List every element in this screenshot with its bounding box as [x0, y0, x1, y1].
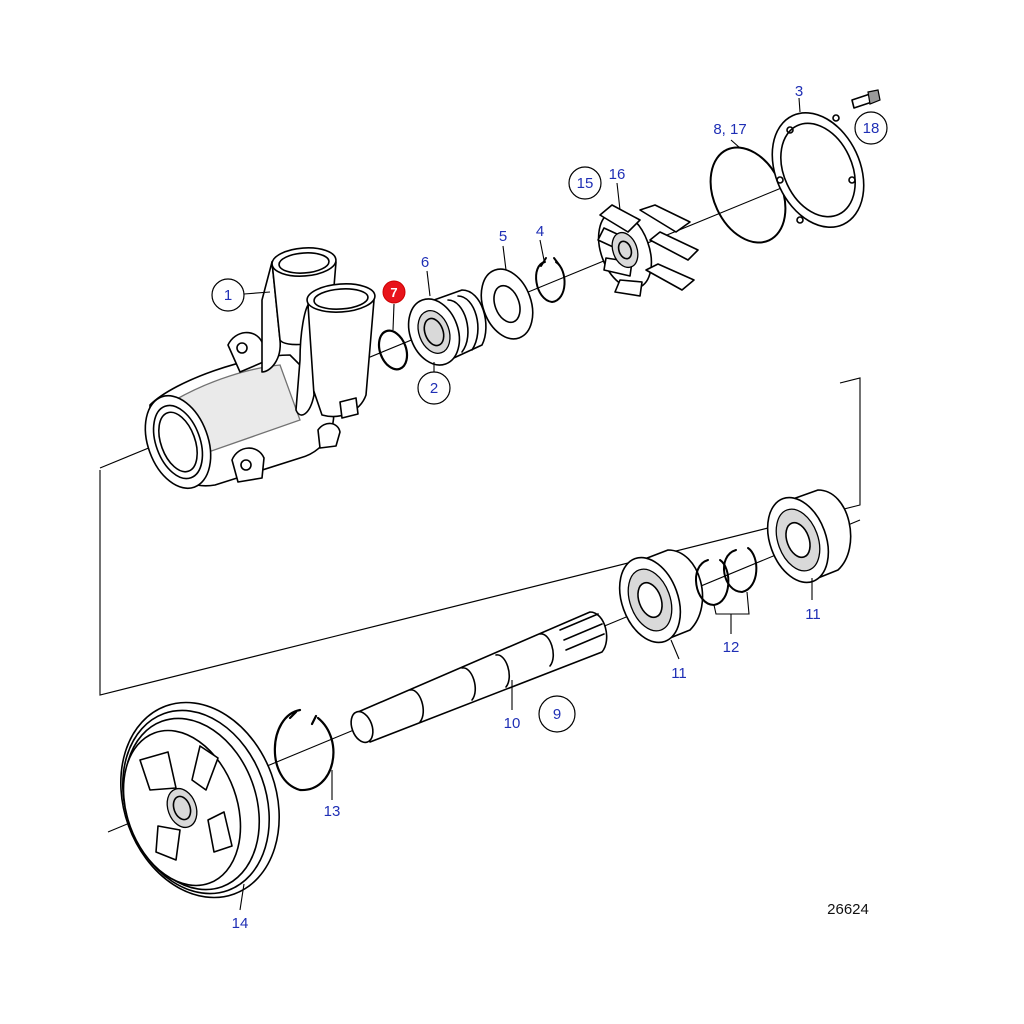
label-4: 4: [536, 223, 544, 240]
label-8-17: 8, 17: [713, 121, 746, 138]
highlight-marker-7[interactable]: 7: [382, 280, 406, 304]
svg-text:2: 2: [430, 380, 438, 397]
svg-text:18: 18: [863, 120, 880, 137]
callout-15: 15: [568, 166, 602, 200]
callout-9: 9: [538, 695, 576, 733]
cover-screw[interactable]: [851, 89, 881, 109]
label-12: 12: [723, 639, 740, 656]
seal-cartridge[interactable]: [400, 289, 487, 372]
label-6: 6: [421, 254, 429, 271]
ball-bearing-rear[interactable]: [757, 489, 852, 591]
svg-text:7: 7: [390, 285, 397, 300]
label-16: 16: [609, 166, 626, 183]
snap-ring-lower[interactable]: [273, 708, 335, 792]
pump-shaft[interactable]: [347, 611, 608, 745]
svg-text:15: 15: [577, 175, 594, 192]
figure-number: 26624: [827, 901, 869, 918]
circlip-b[interactable]: [723, 547, 758, 593]
callout-18: 18: [854, 111, 888, 145]
ball-bearing-front[interactable]: [609, 549, 704, 651]
label-3: 3: [795, 83, 803, 100]
label-13: 13: [324, 803, 341, 820]
drive-pulley[interactable]: [94, 680, 305, 920]
callout-1: 1: [211, 278, 245, 312]
snap-ring-upper[interactable]: [535, 257, 566, 303]
label-10: 10: [504, 715, 521, 732]
pump-housing[interactable]: [133, 246, 376, 498]
impeller[interactable]: [589, 204, 699, 297]
label-11-front: 11: [671, 665, 687, 682]
label-11-rear: 11: [805, 606, 821, 623]
o-ring[interactable]: [374, 327, 412, 373]
leader-lines: [239, 97, 813, 911]
washer[interactable]: [472, 262, 542, 346]
svg-text:9: 9: [553, 706, 561, 723]
svg-text:1: 1: [224, 287, 232, 304]
cover-plate[interactable]: [755, 98, 882, 242]
callout-2: 2: [417, 371, 451, 405]
subassembly-panel: [99, 377, 861, 696]
label-5: 5: [499, 228, 507, 245]
label-14: 14: [232, 915, 249, 932]
